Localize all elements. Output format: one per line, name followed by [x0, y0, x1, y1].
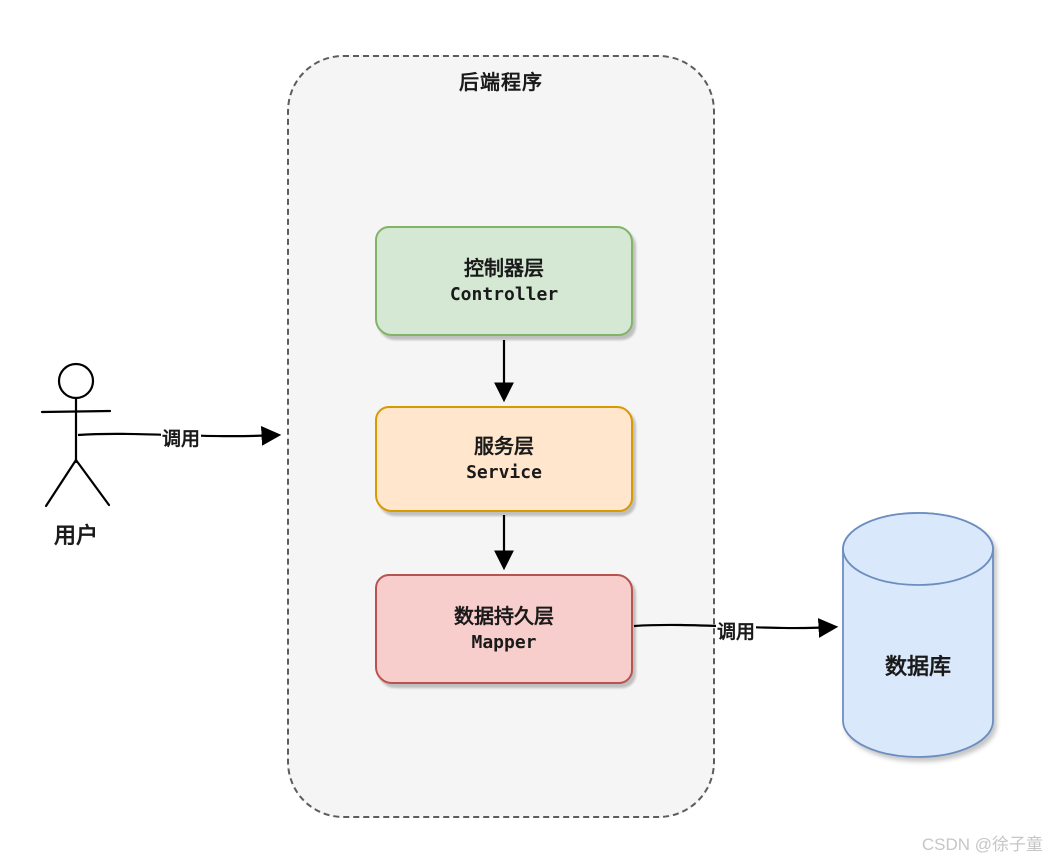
node-controller-label-zh: 控制器层 [464, 257, 544, 280]
node-service: 服务层 Service [375, 406, 633, 512]
node-controller-label-en: Controller [449, 283, 559, 305]
database-label: 数据库 [884, 654, 951, 679]
backend-container-title: 后端程序 [459, 72, 543, 94]
actor-label: 用户 [53, 523, 98, 548]
cylinder-top [842, 512, 994, 586]
node-mapper-label-zh: 数据持久层 [454, 605, 554, 628]
actor-left-leg [44, 458, 78, 508]
node-controller: 控制器层 Controller [375, 226, 633, 336]
watermark: CSDN @徐子童 [921, 835, 1043, 854]
node-service-label-en: Service [466, 461, 542, 483]
node-service-label-zh: 服务层 [474, 435, 534, 458]
user-actor-icon [40, 362, 112, 508]
actor-right-leg [74, 458, 111, 507]
database-cylinder-icon [842, 512, 994, 758]
edge-label-user-call: 调用 [161, 424, 202, 451]
actor-head [57, 362, 95, 400]
node-mapper-label-en: Mapper [471, 631, 537, 653]
edge-label-database-call: 调用 [716, 617, 757, 644]
node-mapper: 数据持久层 Mapper [375, 574, 633, 684]
